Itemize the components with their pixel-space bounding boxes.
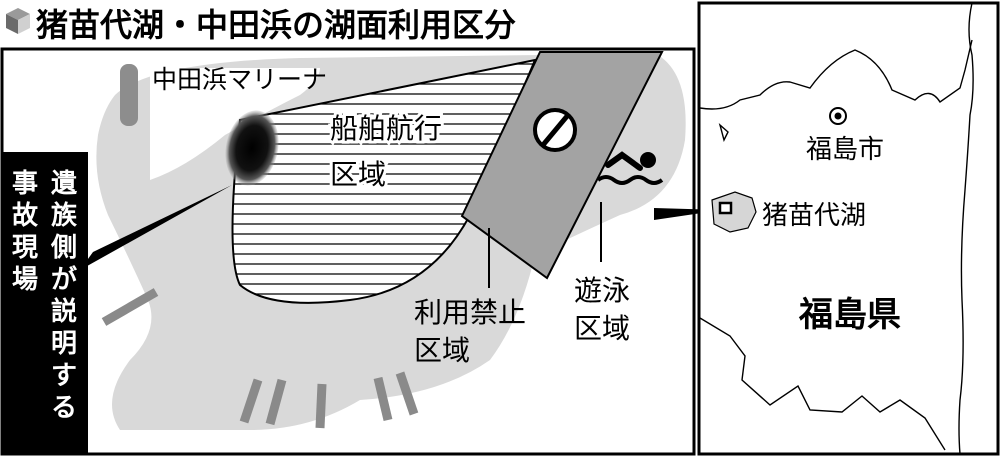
accident-site-marker	[225, 110, 279, 186]
lake-label: 猪苗代湖	[762, 201, 866, 231]
small-island	[718, 122, 729, 142]
no-use-zone	[460, 51, 664, 280]
accident-pointer	[80, 185, 232, 270]
caption-band	[2, 152, 88, 454]
ship-zone-label-1: 船舶航行	[330, 112, 442, 145]
prefecture-north-border	[699, 39, 973, 110]
swim-zone-label-2: 区域	[574, 312, 630, 345]
shore-markers	[101, 288, 419, 429]
family-char-3: が	[51, 264, 77, 295]
accident-char-0: 事	[12, 169, 38, 199]
cube-icon	[6, 8, 30, 34]
family-char-7: る	[51, 393, 77, 423]
prefecture-south-border	[699, 317, 946, 451]
prefecture-label: 福島県	[798, 295, 901, 335]
city-label: 福島市	[806, 135, 884, 165]
swimmer-icon	[596, 151, 664, 185]
family-explanation-caption: 遺 族 側 が 説 明 す る	[50, 169, 78, 423]
family-char-6: す	[51, 361, 77, 391]
marina-pier	[120, 64, 138, 126]
accident-char-3: 場	[12, 265, 38, 295]
family-char-2: 側	[50, 233, 77, 263]
inset-map-frame	[697, 1, 1000, 456]
ship-zone-outline	[231, 58, 537, 304]
ship-zone-base	[232, 60, 535, 303]
no-entry-icon	[533, 108, 577, 152]
family-char-4: 説	[51, 296, 77, 327]
inset-lake-shape	[711, 191, 757, 233]
swim-zone-label-1: 遊泳	[574, 274, 630, 307]
accident-site-caption: 事 故 現 場	[12, 169, 38, 295]
figure-title: 猪苗代湖・中田浜の湖面利用区分	[36, 6, 516, 44]
inset-borders	[699, 2, 974, 455]
accident-char-2: 現	[12, 233, 38, 263]
family-char-5: 明	[51, 329, 77, 359]
no-use-zone-label-2: 区域	[414, 334, 470, 367]
inset-lake-marker	[718, 201, 733, 215]
ship-zone-label-2: 区域	[330, 158, 386, 191]
family-char-0: 遺	[51, 169, 78, 199]
marina-label: 中田浜マリーナ	[152, 65, 327, 94]
family-char-1: 族	[51, 200, 78, 231]
coastline	[958, 2, 974, 455]
no-use-zone-label-1: 利用禁止	[414, 296, 526, 329]
accident-char-1: 故	[12, 201, 38, 231]
city-marker-icon	[829, 107, 847, 125]
